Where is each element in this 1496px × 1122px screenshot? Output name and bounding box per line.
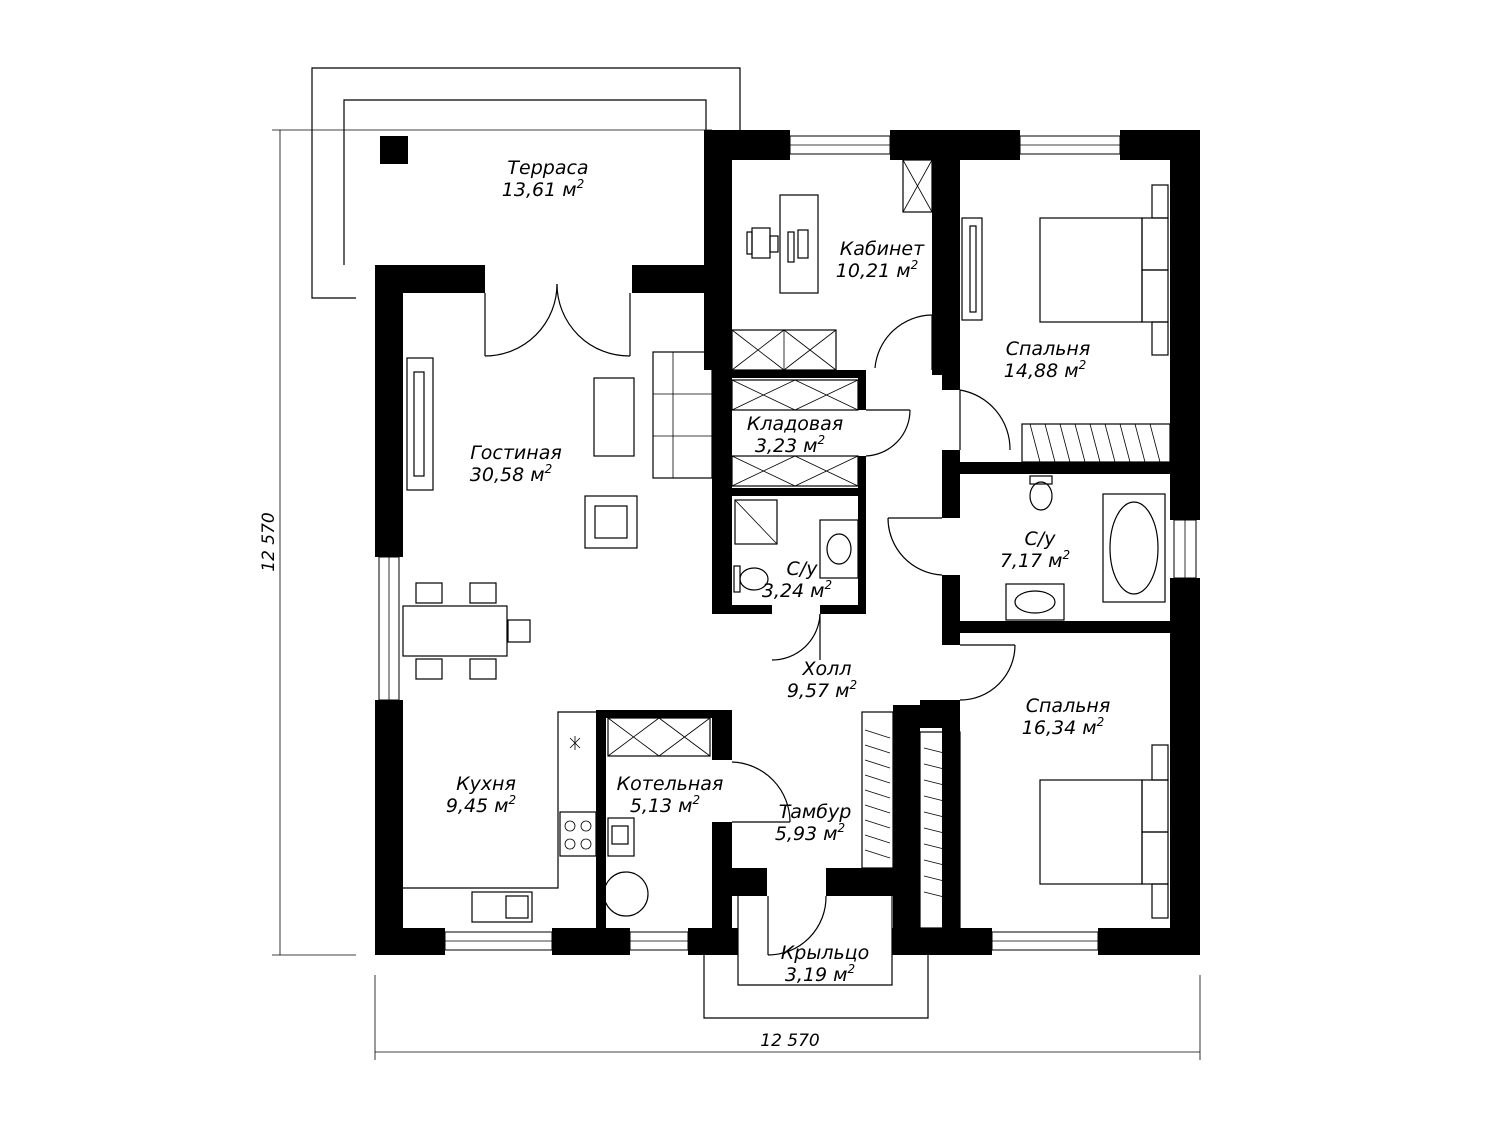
room-name: Котельная [617, 773, 724, 795]
room-name: Терраса [507, 157, 588, 179]
room-area: 9,57 м2 [787, 678, 857, 702]
room-area: 10,21 м2 [836, 258, 918, 282]
dimension-width: 12 570 [760, 1031, 819, 1051]
room-name: Крыльцо [781, 942, 869, 964]
dimension-lines [272, 129, 1201, 1060]
room-name: Тамбур [779, 801, 852, 823]
interior-walls [596, 130, 1170, 928]
room-name: Спальня [1006, 338, 1091, 360]
terrace-outline [311, 67, 741, 299]
room-area: 14,88 м2 [1004, 358, 1086, 382]
windows [378, 135, 1197, 951]
room-area: 5,13 м2 [630, 793, 700, 817]
room-name: Кладовая [747, 413, 843, 435]
furniture [402, 159, 1171, 929]
room-name: Холл [802, 658, 852, 680]
room-name: Кухня [456, 773, 516, 795]
dimension-height: 12 570 [259, 512, 279, 571]
room-area: 5,93 м2 [775, 821, 845, 845]
room-area: 30,58 м2 [470, 462, 552, 486]
room-name: С/у [1025, 528, 1057, 550]
room-name: Спальня [1026, 695, 1111, 717]
room-area: 16,34 м2 [1022, 715, 1104, 739]
room-area: 7,17 м2 [1000, 548, 1070, 572]
room-area: 3,23 м2 [755, 433, 825, 457]
room-name: Кабинет [840, 238, 925, 260]
room-name: С/у [787, 558, 819, 580]
room-area: 9,45 м2 [446, 793, 516, 817]
doors [484, 283, 1016, 956]
room-area: 3,24 м2 [762, 578, 832, 602]
room-name: Гостиная [470, 442, 562, 464]
room-area: 3,19 м2 [785, 962, 855, 986]
room-labels: Терраса 13,61 м2 Кабинет 10,21 м2 Спальн… [446, 157, 1110, 986]
room-area: 13,61 м2 [502, 177, 584, 201]
